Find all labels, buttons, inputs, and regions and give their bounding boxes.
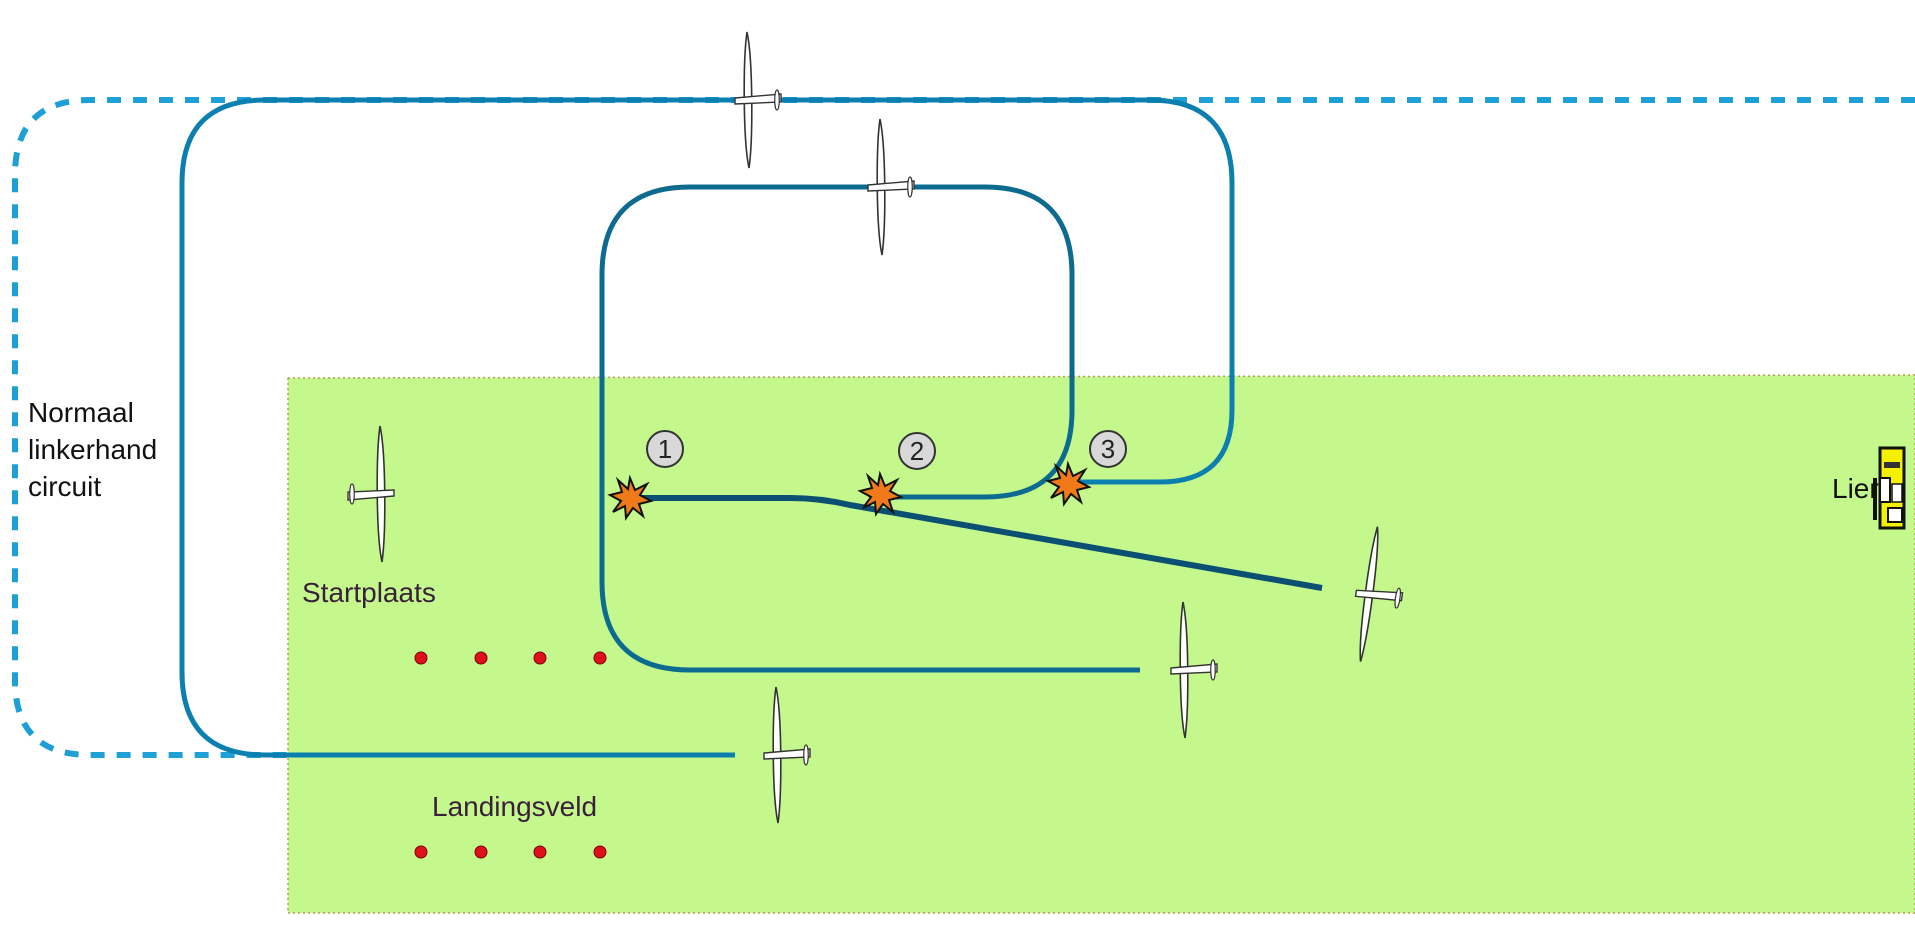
landing-field-label: Landingsveld bbox=[432, 791, 597, 822]
svg-text:2: 2 bbox=[910, 436, 924, 466]
outer-circuit-route bbox=[179, 97, 1235, 758]
marker-1: 1 bbox=[646, 430, 684, 468]
glider-icon bbox=[734, 31, 782, 169]
airfield bbox=[287, 374, 1915, 914]
start-place-label: Startplaats bbox=[302, 577, 436, 608]
marker-3: 3 bbox=[1089, 430, 1127, 468]
inner-circuit-route bbox=[599, 184, 1140, 673]
winch-label: Lier bbox=[1832, 473, 1879, 504]
marker-2: 2 bbox=[898, 432, 936, 470]
circuit-label-line1: Normaal bbox=[28, 397, 134, 428]
normal-circuit-dashed bbox=[12, 97, 1915, 758]
glider-icon bbox=[867, 118, 915, 256]
svg-text:1: 1 bbox=[658, 434, 672, 464]
svg-text:3: 3 bbox=[1101, 434, 1115, 464]
start-place-markers bbox=[414, 651, 607, 665]
landing-field-markers bbox=[414, 845, 607, 859]
circuit-label-line3: circuit bbox=[28, 471, 101, 502]
circuit-label-line2: linkerhand bbox=[28, 434, 157, 465]
winch-icon bbox=[1873, 446, 1906, 530]
winch-launch-line bbox=[630, 495, 1323, 591]
